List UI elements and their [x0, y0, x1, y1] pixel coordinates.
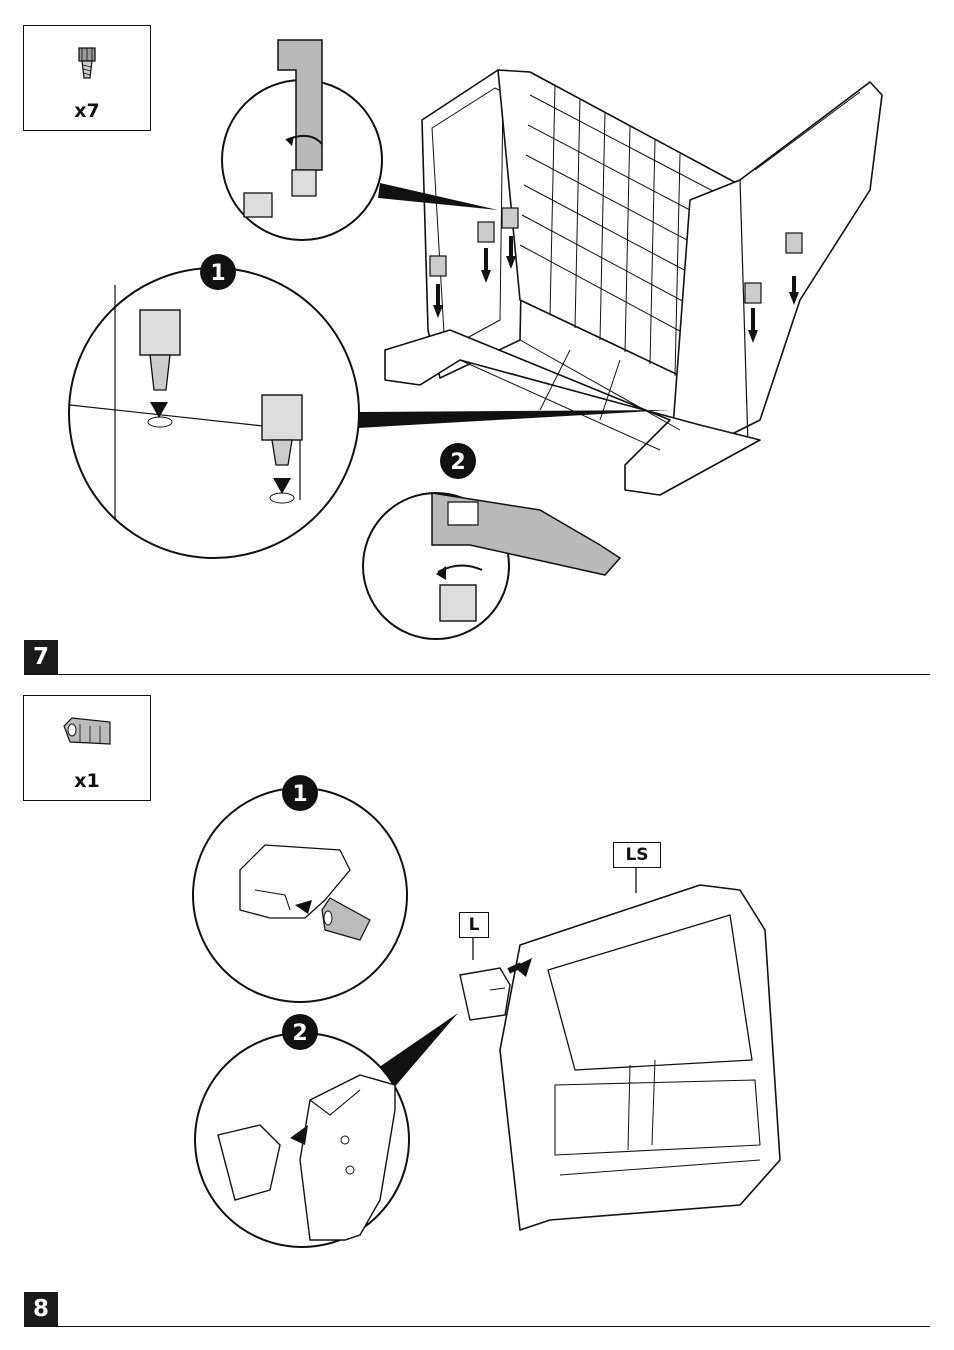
substep-2-label: 2 [292, 1021, 307, 1046]
side-frame-ls [500, 885, 780, 1230]
part-label-l: L [459, 912, 489, 938]
end-cap-l [460, 968, 510, 1020]
step-divider [24, 1326, 930, 1327]
step-number-badge: 8 [24, 1292, 58, 1326]
detail-circle-2 [195, 1033, 409, 1247]
part-label-ls: LS [613, 842, 661, 868]
substep-1-label: 1 [292, 782, 307, 807]
detail-circle-1 [193, 788, 407, 1002]
